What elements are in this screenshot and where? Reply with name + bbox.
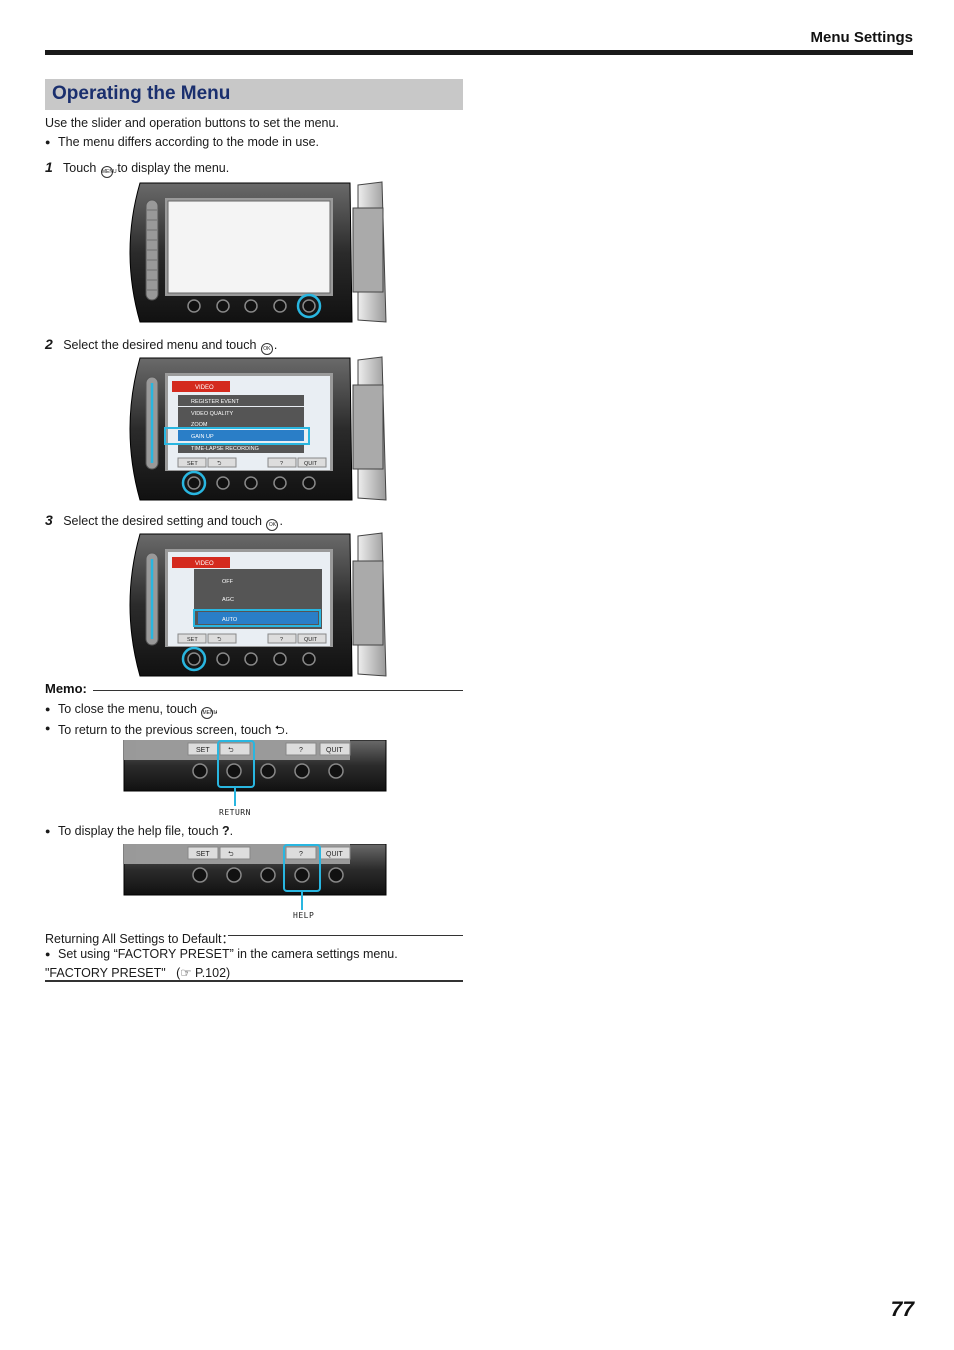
setting-option-selected: AUTO <box>222 617 238 623</box>
step-3: 3 Select the desired setting and touch O… <box>45 512 283 531</box>
step-text-post: . <box>279 514 283 528</box>
menu-item: TIME-LAPSE RECORDING <box>191 446 259 452</box>
return-arrow-icon: ⮌ <box>228 746 234 754</box>
strip-set-label: SET <box>196 747 210 754</box>
defaults-bullet: Set using “FACTORY PRESET” in the camera… <box>45 947 398 961</box>
camera-illustration-3: VIDEO OFF AGC AUTO SET ⮌ ? QUIT <box>129 532 387 677</box>
memo-help-bullet: To display the help file, touch ?. <box>45 824 234 838</box>
memo-text: . <box>214 702 218 716</box>
step-text-post: to display the menu. <box>117 161 230 175</box>
strip-set-label: SET <box>196 851 210 858</box>
header-rule <box>45 50 913 55</box>
menu-item: REGISTER EVENT <box>191 399 240 405</box>
step-number: 2 <box>45 336 53 352</box>
screen-quit-button: QUIT <box>304 637 318 643</box>
reference-name: "FACTORY PRESET" <box>45 966 166 980</box>
menu-item: ZOOM <box>191 422 208 428</box>
step-text-post: . <box>273 338 278 352</box>
ok-icon: OK <box>260 343 273 355</box>
screen-help-button: ? <box>280 637 283 643</box>
menu-item: VIDEO QUALITY <box>191 411 234 417</box>
defaults-reference-link[interactable]: "FACTORY PRESET" (☞ P.102) <box>45 965 230 980</box>
setting-option: OFF <box>222 579 234 585</box>
memo-close-bullet: To close the menu, touch MENU. <box>45 702 218 719</box>
memo-text: . <box>229 824 234 838</box>
screen-help-button: ? <box>280 461 283 467</box>
return-caption: RETURN <box>219 808 251 817</box>
menu-icon: MENU <box>201 707 217 719</box>
ok-icon: OK <box>266 519 279 531</box>
return-arrow-icon: ⮌ <box>228 850 234 858</box>
defaults-label: Returning All Settings to Default： <box>45 932 234 946</box>
step-text-pre: Touch <box>63 161 97 175</box>
step-2: 2 Select the desired menu and touch OK. <box>45 336 277 355</box>
menu-icon: MENU <box>100 166 117 178</box>
section-title: Operating the Menu <box>52 83 231 104</box>
help-question-icon: ? <box>222 824 230 838</box>
button-strip-return: SET ⮌ ? QUIT <box>123 740 387 806</box>
return-arrow-icon: ⮌ <box>274 723 285 737</box>
help-caption: HELP <box>293 911 315 920</box>
memo-text: To display the help file, touch <box>58 824 219 838</box>
step-number: 3 <box>45 512 53 528</box>
menu-item-selected: GAIN UP <box>191 434 214 440</box>
camera-illustration-1 <box>129 181 387 323</box>
menu-tab-label: VIDEO <box>195 561 214 567</box>
step-1: 1 Touch MENU to display the menu. <box>45 159 229 178</box>
menu-tab-label: VIDEO <box>195 385 214 391</box>
page-number: 77 <box>890 1298 914 1321</box>
strip-quit-label: QUIT <box>326 851 343 858</box>
reference-page: (☞ P.102) <box>176 966 231 980</box>
memo-text: . <box>284 723 289 737</box>
strip-quit-label: QUIT <box>326 747 343 754</box>
section-title-bar <box>45 79 463 110</box>
return-arrow-icon: ⮌ <box>217 460 222 467</box>
memo-text: To return to the previous screen, touch <box>58 723 272 737</box>
bottom-rule <box>45 980 463 982</box>
setting-option: AGC <box>222 597 234 603</box>
strip-help-label: ? <box>299 851 303 858</box>
memo-rule <box>93 690 463 691</box>
screen-set-button: SET <box>187 637 198 643</box>
memo-label: Memo: <box>45 681 87 696</box>
strip-help-label: ? <box>299 747 303 754</box>
return-arrow-icon: ⮌ <box>217 636 222 643</box>
camera-illustration-2: VIDEO REGISTER EVENT VIDEO QUALITY ZOOM … <box>129 356 387 501</box>
memo-return-bullet: To return to the previous screen, touch … <box>45 721 289 742</box>
defaults-rule <box>228 935 463 936</box>
button-strip-help: SET ⮌ ? QUIT <box>123 844 387 910</box>
screen-quit-button: QUIT <box>304 461 318 467</box>
screen-set-button: SET <box>187 461 198 467</box>
memo-text: To close the menu, touch <box>58 702 197 716</box>
step-text-pre: Select the desired menu and touch <box>63 338 257 352</box>
running-header: Menu Settings <box>810 29 913 46</box>
step-number: 1 <box>45 159 53 175</box>
intro-bullet: The menu differs according to the mode i… <box>45 135 319 149</box>
intro-text: Use the slider and operation buttons to … <box>45 116 339 130</box>
step-text-pre: Select the desired setting and touch <box>63 514 262 528</box>
